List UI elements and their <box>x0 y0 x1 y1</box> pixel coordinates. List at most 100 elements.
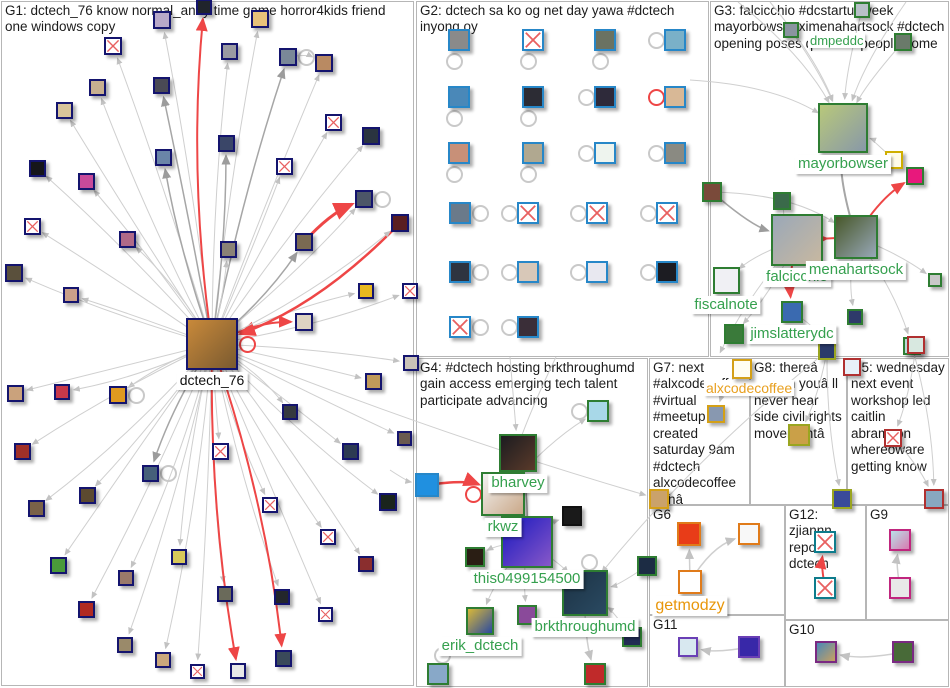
node-m09[interactable] <box>448 142 470 164</box>
node-hub[interactable] <box>186 318 238 370</box>
node-n42[interactable] <box>379 493 397 511</box>
node-g4l[interactable] <box>584 663 606 685</box>
node-g4m[interactable] <box>427 663 449 685</box>
node-n54[interactable] <box>155 652 171 668</box>
node-n19[interactable] <box>28 159 46 177</box>
node-s5b[interactable] <box>907 336 925 354</box>
node-s5d[interactable] <box>843 358 861 376</box>
node-n57[interactable] <box>274 649 292 667</box>
node-g3h[interactable] <box>894 33 912 51</box>
node-n21[interactable] <box>154 148 172 166</box>
node-n43[interactable] <box>262 497 278 513</box>
node-m05[interactable] <box>448 86 470 108</box>
node-s10a[interactable] <box>815 641 837 663</box>
node-n48[interactable] <box>358 556 374 572</box>
node-g3g[interactable] <box>854 2 870 18</box>
node-s7a[interactable] <box>732 359 752 379</box>
node-g4a[interactable] <box>499 434 537 472</box>
node-g3b[interactable] <box>771 214 823 266</box>
node-m07[interactable] <box>594 86 616 108</box>
node-n36[interactable] <box>396 430 412 446</box>
node-s9a[interactable] <box>889 529 911 551</box>
node-s11b[interactable] <box>738 636 760 658</box>
node-n18[interactable] <box>219 240 237 258</box>
node-n51[interactable] <box>317 606 333 622</box>
node-g3j[interactable] <box>906 167 924 185</box>
node-n41[interactable] <box>27 499 45 517</box>
node-n29[interactable] <box>403 355 419 371</box>
node-n17[interactable] <box>295 233 313 251</box>
node-m02[interactable] <box>522 29 544 51</box>
node-n12[interactable] <box>324 113 342 131</box>
node-n26[interactable] <box>358 283 374 299</box>
node-n49[interactable] <box>217 586 233 602</box>
node-m13[interactable] <box>449 202 471 224</box>
node-g3n[interactable] <box>724 324 744 344</box>
node-n28[interactable] <box>295 313 313 331</box>
node-g3k[interactable] <box>702 182 722 202</box>
node-m21[interactable] <box>449 316 471 338</box>
node-g3a[interactable] <box>818 103 868 153</box>
node-g4e[interactable] <box>466 607 494 635</box>
node-n55[interactable] <box>189 663 205 679</box>
node-m06[interactable] <box>522 86 544 108</box>
node-n25[interactable] <box>63 287 79 303</box>
node-s7b[interactable] <box>707 405 725 423</box>
node-n38[interactable] <box>141 464 159 482</box>
node-n20[interactable] <box>77 172 95 190</box>
node-n16[interactable] <box>391 214 409 232</box>
node-g3f[interactable] <box>783 22 799 38</box>
node-m01[interactable] <box>448 29 470 51</box>
node-n32[interactable] <box>6 384 24 402</box>
node-s6c[interactable] <box>678 570 702 594</box>
node-s12b[interactable] <box>814 577 836 599</box>
node-m16[interactable] <box>656 202 678 224</box>
node-n47[interactable] <box>118 570 134 586</box>
node-n13[interactable] <box>362 127 380 145</box>
node-m22[interactable] <box>517 316 539 338</box>
node-n14[interactable] <box>275 157 293 175</box>
node-g3c[interactable] <box>834 215 878 259</box>
node-n44[interactable] <box>320 529 336 545</box>
node-n27[interactable] <box>402 283 418 299</box>
node-g3l[interactable] <box>773 192 791 210</box>
node-n05[interactable] <box>55 101 73 119</box>
node-n33[interactable] <box>54 384 70 400</box>
node-n01[interactable] <box>196 0 212 15</box>
node-m15[interactable] <box>586 202 608 224</box>
node-s5c[interactable] <box>924 489 944 509</box>
node-n56[interactable] <box>230 663 246 679</box>
node-m20[interactable] <box>656 261 678 283</box>
node-s7c[interactable] <box>649 489 669 509</box>
node-n39[interactable] <box>211 442 229 460</box>
node-s8c[interactable] <box>832 489 852 509</box>
node-n03[interactable] <box>153 11 171 29</box>
node-n40[interactable] <box>78 486 96 504</box>
node-m11[interactable] <box>594 142 616 164</box>
node-n02[interactable] <box>251 10 269 28</box>
node-n30[interactable] <box>364 372 382 390</box>
node-g4n[interactable] <box>587 400 609 422</box>
node-n07[interactable] <box>152 76 170 94</box>
node-m17[interactable] <box>449 261 471 283</box>
node-g4f[interactable] <box>562 506 582 526</box>
node-s11a[interactable] <box>678 637 698 657</box>
node-m14[interactable] <box>517 202 539 224</box>
node-s10b[interactable] <box>892 641 914 663</box>
node-g4j[interactable] <box>637 556 657 576</box>
node-m03[interactable] <box>594 29 616 51</box>
node-s12a[interactable] <box>814 531 836 553</box>
node-g4i[interactable] <box>415 473 439 497</box>
node-n08[interactable] <box>220 42 238 60</box>
node-m18[interactable] <box>517 261 539 283</box>
node-n31[interactable] <box>282 404 298 420</box>
node-n15[interactable] <box>355 190 373 208</box>
node-n46[interactable] <box>171 549 187 565</box>
node-n22[interactable] <box>23 217 41 235</box>
node-n04[interactable] <box>104 37 122 55</box>
node-n10[interactable] <box>315 54 333 72</box>
node-n23[interactable] <box>118 230 136 248</box>
node-n24[interactable] <box>5 264 23 282</box>
node-s8a[interactable] <box>788 424 810 446</box>
